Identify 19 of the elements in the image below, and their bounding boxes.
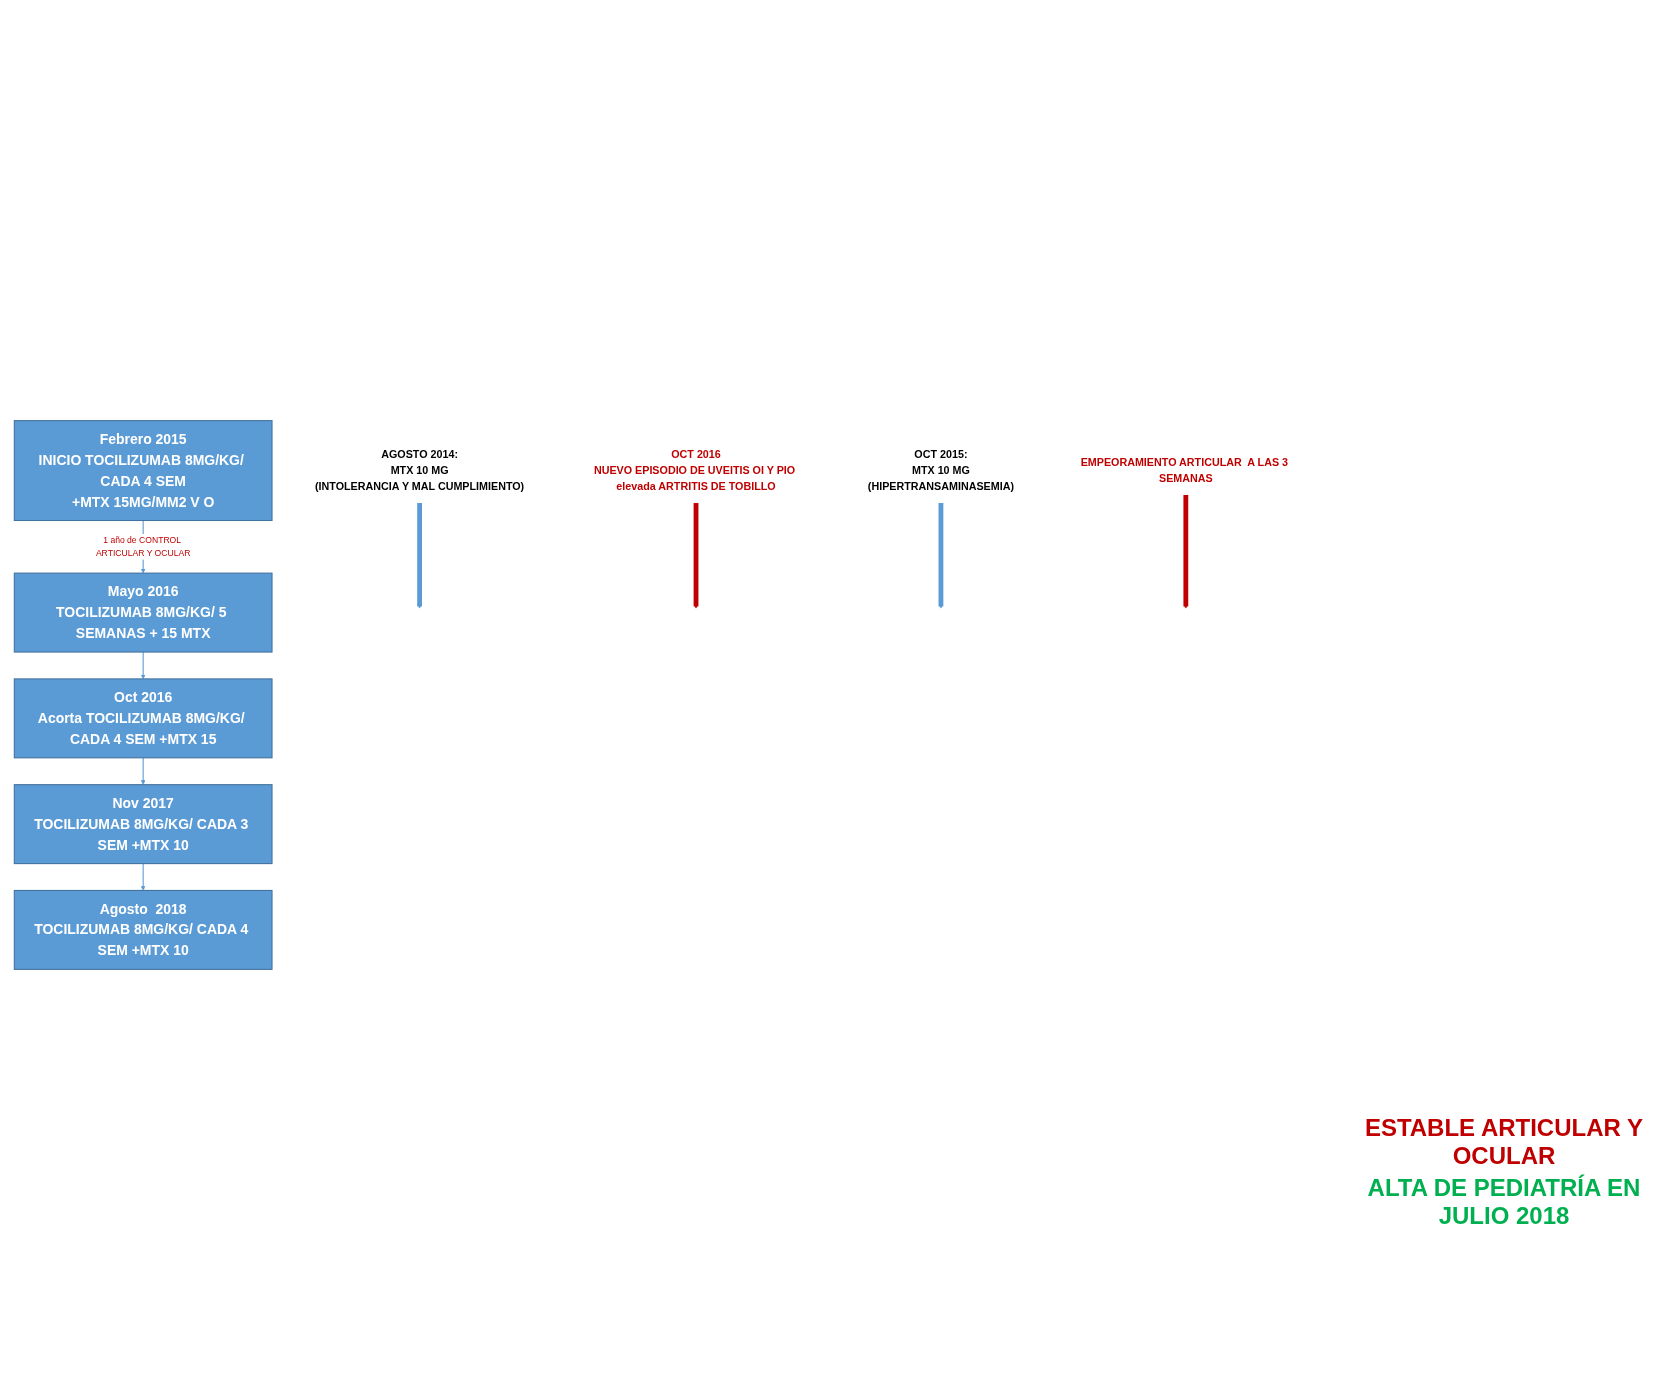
note-text: ESTABLE ARTICULAR Y OCULAR xyxy=(1363,1114,1645,1170)
node-box: Agosto 2018 TOCILIZUMAB 8MG/KG/ CADA 4 SEM +MTX 10 xyxy=(13,889,273,970)
note-text: ALTA DE PEDIATRÍA EN JULIO 2018 xyxy=(1366,1174,1642,1230)
node-text: OCT 2015: MTX 10 MG (HIPERTRANSAMINASEMIA) xyxy=(867,448,1015,493)
node-text: OCT 2016 NUEVO EPISODIO DE UVEITIS OI Y PIO elevada ARTRITIS DE TOBILLO xyxy=(593,448,796,493)
node-text: AGOSTO 2014: MTX 10 MG (INTOLERANCIA Y MAL CUMPLIMIENTO) xyxy=(314,448,525,493)
node-box: Nov 2017 TOCILIZUMAB 8MG/KG/ CADA 3 SEM +MTX 10 xyxy=(13,784,273,865)
arrow xyxy=(938,502,944,609)
arrow xyxy=(1183,494,1189,609)
arrow xyxy=(140,757,146,785)
node-box: Febrero 2015 INICIO TOCILIZUMAB 8MG/KG/ CADA 4 SEM +MTX 15MG/MM2 V O xyxy=(13,420,273,522)
arrow xyxy=(140,863,146,891)
node-box: Mayo 2016 TOCILIZUMAB 8MG/KG/ 5 SEMANAS + 15 MTX xyxy=(13,572,273,653)
arrow xyxy=(417,502,422,609)
arrow xyxy=(693,502,699,609)
node-text: EMPEORAMIENTO ARTICULAR A LAS 3 SEMANAS xyxy=(1080,456,1289,485)
edge-label: 1 año de CONTROL ARTICULAR Y OCULAR xyxy=(95,535,191,558)
node-box: Oct 2016 Acorta TOCILIZUMAB 8MG/KG/ CADA 4 SEM +MTX 15 xyxy=(13,678,273,759)
arrow xyxy=(140,651,146,680)
